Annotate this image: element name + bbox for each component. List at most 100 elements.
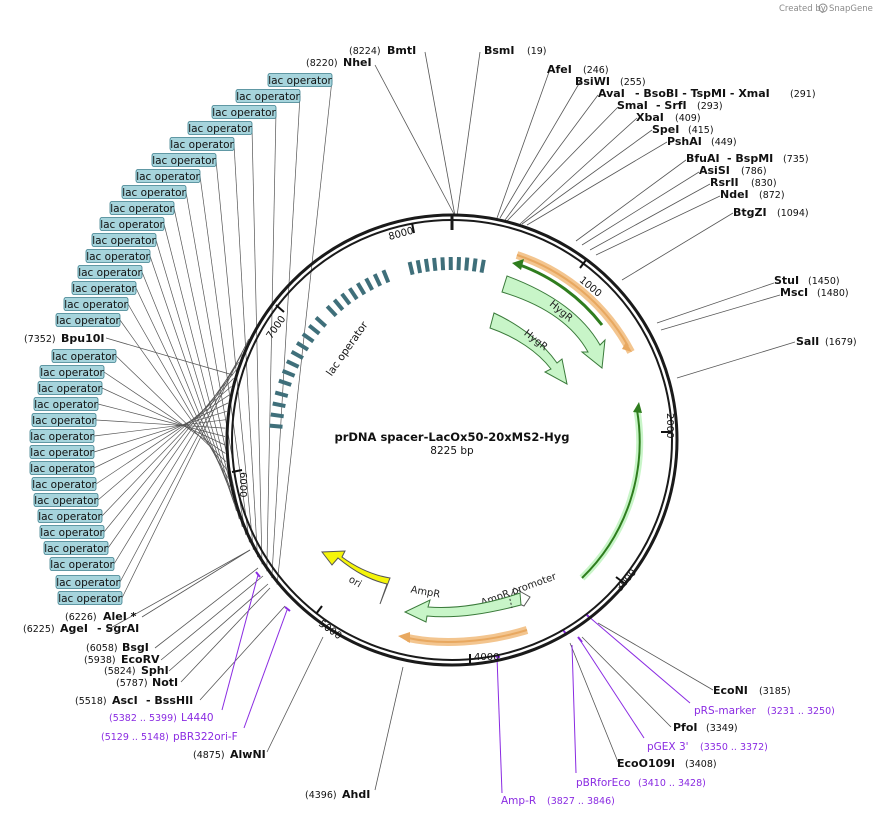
site-asci-name: AscI	[112, 694, 138, 707]
lac-operator-box-label: lac operator	[30, 431, 94, 443]
site-smai-name: SmaI	[617, 99, 648, 112]
tick-4000: 4000	[474, 652, 499, 663]
lac-operator-mark	[415, 259, 423, 274]
lac-operator-box-label: lac operator	[64, 299, 128, 311]
hygr-arrow-1	[501, 275, 606, 369]
lac-operator-mark	[332, 298, 345, 312]
lac-leader-line	[113, 354, 243, 565]
lac-operator-box-label: lac operator	[170, 139, 234, 151]
lac-operator-box-label: lac operator	[72, 283, 136, 295]
lac-operator-box: lac operator	[31, 477, 96, 491]
lac-operator-mark	[325, 304, 338, 318]
lac-operator-box: lac operator	[187, 121, 252, 135]
lac-operator-box: lac operator	[29, 461, 94, 475]
lac-operator-mark	[364, 277, 374, 291]
snapgene-logo-icon	[818, 3, 828, 13]
primer-labels: (5382 .. 5399) L4440 (5129 .. 5148) pBR3…	[101, 705, 835, 807]
lac-operator-box: lac operator	[91, 233, 157, 247]
site-noti-pos: (5787)	[116, 678, 148, 689]
lac-operator-box-bg	[57, 591, 123, 605]
lac-operator-box-label: lac operator	[78, 267, 142, 279]
site-smai-pos: (293)	[697, 101, 723, 112]
lac-operator-box-label: lac operator	[30, 447, 94, 459]
lac-operator-mark	[281, 369, 296, 378]
lac-operator-box: lac operator	[43, 541, 108, 555]
site-smai-rest: - SrfI	[656, 99, 687, 112]
lac-operator-mark	[295, 341, 310, 352]
lac-operator-box: lac operator	[29, 445, 95, 459]
primer-l4440-pos: (5382 .. 5399)	[109, 713, 177, 724]
site-btgzi-pos: (1094)	[777, 208, 809, 219]
lac-operator-box-bg	[151, 153, 217, 167]
site-asisi-pos: (786)	[741, 166, 767, 177]
lac-operator-box: lac operator	[31, 413, 96, 427]
site-ahdi-name: AhdI	[342, 788, 370, 801]
lac-leader-lines	[93, 79, 333, 599]
ampr-label: AmpR	[410, 585, 441, 601]
lac-operator-box-label: lac operator	[40, 367, 104, 379]
lac-operator-box-label: lac operator	[58, 593, 122, 605]
orange-arc-bottom-line	[407, 629, 528, 643]
lac-operator-box: lac operator	[121, 185, 186, 199]
lac-operator-mark	[278, 378, 292, 387]
ampr-arrow	[403, 592, 522, 623]
lac-operator-box-label: lac operator	[30, 463, 94, 475]
lac-operator-box: lac operator	[85, 249, 150, 263]
lac-leader-line	[251, 127, 263, 565]
lac-leader-line	[95, 394, 230, 485]
orange-arrowhead-bottom	[398, 632, 410, 643]
primer-leaders	[221, 574, 691, 794]
lac-operator-mark	[348, 287, 359, 301]
site-ecorv-name: EcoRV	[121, 653, 160, 666]
site-ndei-name: NdeI	[720, 188, 749, 201]
dark-green-arrowhead-top	[512, 259, 524, 270]
site-asci-rest: - BssHII	[146, 694, 193, 707]
site-bmti-pos: (8224)	[349, 46, 381, 57]
site-alei-pos: (6226)	[65, 612, 97, 623]
site-eco0109i-name: EcoO109I	[617, 757, 675, 770]
lac-operator-box-label: lac operator	[32, 415, 96, 427]
lac-operator-box-label: lac operator	[152, 155, 216, 167]
lac-operator-box-bg	[55, 575, 121, 589]
lac-operator-box-label: lac operator	[40, 527, 104, 539]
lac-operator-box: lac operator	[63, 297, 128, 311]
lac-leader-line	[173, 207, 243, 528]
lac-operator-box-bg	[211, 105, 277, 119]
site-bsgi-name: BsgI	[122, 641, 149, 654]
site-sphi-name: SphI	[141, 664, 169, 677]
lac-leader-line	[276, 79, 333, 585]
site-sali-pos: (1679)	[825, 337, 857, 348]
lac-operator-box: lac operator	[55, 575, 121, 589]
orange-arc-line	[516, 254, 629, 347]
lac-operator-box: lac operator	[33, 397, 98, 411]
lac-operator-box: lac operator	[151, 153, 217, 167]
lac-operator-mark	[307, 324, 321, 336]
hygr-arrow-2	[489, 312, 568, 385]
lac-operator-box-label: lac operator	[56, 315, 120, 327]
primer-pgex3-pos: (3350 .. 3372)	[700, 742, 768, 753]
lac-operator-mark	[270, 412, 284, 419]
lac-operator-mark	[471, 258, 478, 272]
lac-leader-line	[115, 355, 227, 463]
dark-green-arrowhead-right	[633, 402, 642, 413]
site-afei-pos: (246)	[583, 65, 609, 76]
site-bfuai-name: BfuAI	[686, 152, 720, 165]
site-bsgi-pos: (6058)	[86, 643, 118, 654]
site-rsrii-pos: (830)	[751, 178, 777, 189]
site-agei-rest: - SgrAI	[97, 622, 139, 635]
lac-operator-box-bg	[39, 525, 105, 539]
lac-operator-box: lac operator	[99, 217, 165, 231]
lac-operator-box: lac operator	[39, 365, 104, 379]
lac-operator-box: lac operator	[169, 137, 234, 151]
site-noti-name: NotI	[152, 676, 178, 689]
lac-operator-box-bg	[29, 445, 95, 459]
lac-operator-box-bg	[91, 233, 157, 247]
lac-operator-box-bg	[99, 217, 165, 231]
lac-leader-line	[141, 271, 233, 496]
lac-operator-box-bg	[55, 313, 121, 327]
site-xbai-name: XbaI	[636, 111, 664, 124]
lac-operator-box-bg	[135, 169, 201, 183]
lac-operator-box-bg	[37, 509, 103, 523]
site-xbai-pos: (409)	[675, 113, 701, 124]
